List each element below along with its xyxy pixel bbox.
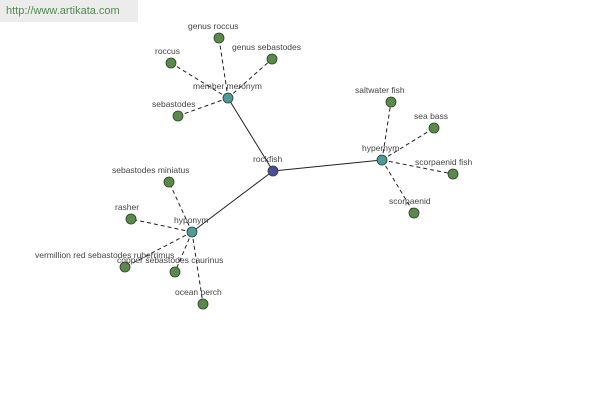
node-label-sea-bass: sea bass (414, 111, 448, 121)
node-ocean-perch[interactable] (197, 298, 209, 310)
node-label-member-meronym: member meronym (193, 81, 262, 91)
edge-rockfish-member-meronym (227, 97, 274, 172)
node-label-sebastodes: sebastodes (152, 99, 195, 109)
node-label-rockfish: rockfish (253, 154, 283, 164)
graph-nodes (119, 32, 459, 310)
edge-hypernym-scorpaenid (381, 159, 415, 214)
node-label-saltwater-fish: saltwater fish (355, 85, 405, 95)
node-label-rasher: rasher (115, 202, 139, 212)
node-label-hypernym: hypernym (362, 143, 399, 153)
url-banner[interactable]: http://www.artikata.com (0, 0, 138, 22)
graph-edges (124, 37, 454, 305)
node-member-meronym[interactable] (222, 92, 234, 104)
node-sebastodes[interactable] (172, 110, 184, 122)
node-label-scorpaenid-fish: scorpaenid fish (415, 157, 472, 167)
node-vermillion-red-sebastodes-rubberrimus[interactable] (119, 261, 131, 273)
node-label-roccus: roccus (155, 46, 180, 56)
node-scorpaenid-fish[interactable] (447, 168, 459, 180)
node-label-hyponym: hyponym (174, 215, 209, 225)
graph-labels: rockfish member meronym hypernym hyponym gen… (35, 21, 472, 297)
node-label-scorpaenid: scorpaenid (389, 196, 431, 206)
edge-hypernym-sea-bass (381, 127, 435, 161)
node-sebastodes-miniatus[interactable] (163, 176, 175, 188)
edge-member-meronym-genus-roccus (218, 37, 229, 99)
node-scorpaenid[interactable] (408, 207, 420, 219)
node-label-genus-roccus: genus roccus (188, 21, 239, 31)
node-roccus[interactable] (165, 57, 177, 69)
node-rockfish[interactable] (267, 165, 279, 177)
edge-rockfish-hypernym (272, 159, 383, 172)
node-label-copper-sebastodes-caurinus: copper sebastodes caurinus (117, 255, 223, 265)
edge-hypernym-saltwater-fish (381, 101, 392, 161)
node-hypernym[interactable] (376, 154, 388, 166)
node-label-sebastodes-miniatus: sebastodes miniatus (112, 165, 190, 175)
edge-hypernym-scorpaenid-fish (381, 159, 454, 175)
edge-rockfish-hyponym (191, 170, 274, 233)
node-genus-roccus[interactable] (213, 32, 225, 44)
edge-hyponym-vermillion-red-sebastodes-rubberrimus (124, 231, 193, 268)
node-copper-sebastodes-caurinus[interactable] (169, 266, 181, 278)
node-saltwater-fish[interactable] (385, 96, 397, 108)
node-genus-sebastodes[interactable] (266, 53, 278, 65)
node-hyponym[interactable] (186, 226, 198, 238)
node-rasher[interactable] (125, 213, 137, 225)
node-label-ocean-perch: ocean perch (175, 287, 222, 297)
node-label-vermillion-red-sebastodes-rubberrimus: vermillion red sebastodes ruberrimus (35, 250, 174, 260)
node-sea-bass[interactable] (428, 122, 440, 134)
node-label-genus-sebastodes: genus sebastodes (232, 42, 301, 52)
edge-hyponym-sebastodes-miniatus (168, 181, 193, 233)
edge-hyponym-copper-sebastodes-caurinus (174, 231, 193, 273)
edge-member-meronym-sebastodes (177, 97, 229, 117)
edge-member-meronym-genus-sebastodes (227, 58, 273, 99)
edge-hyponym-rasher (130, 218, 193, 233)
edge-hyponym-ocean-perch (191, 231, 204, 305)
